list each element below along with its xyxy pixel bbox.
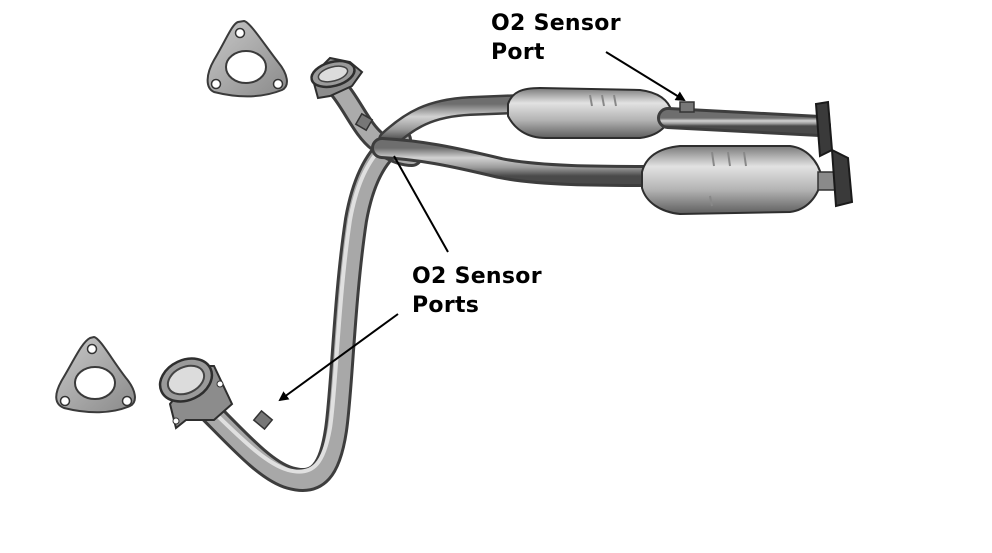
label-top-line1: O2 Sensor (491, 11, 621, 36)
inlet-flange-upper (310, 56, 364, 100)
arrow-lower-sensor (278, 313, 399, 402)
label-top-line2: Port (491, 40, 545, 65)
outlet-flange-upper (814, 100, 834, 158)
gasket-bottom (55, 335, 136, 414)
o2-sensor-boss (679, 101, 695, 113)
leader-junction-sensor (393, 155, 449, 253)
outlet-flange-lower (817, 148, 854, 208)
o2-sensor-port-label: O2 Sensor Port (491, 9, 621, 67)
inlet-pipe-lower (178, 128, 412, 492)
inlet-flange-lower (158, 357, 234, 430)
gasket-top (206, 19, 288, 98)
pipe-upper-branch (378, 94, 530, 150)
o2-sensor-ports-label: O2 Sensor Ports (412, 262, 542, 320)
catalytic-converter-lower (641, 145, 824, 216)
pipe-lower-branch (371, 137, 661, 187)
outlet-pipe-upper (657, 101, 831, 137)
label-mid-line1: O2 Sensor (412, 264, 542, 289)
label-mid-line2: Ports (412, 293, 480, 318)
arrow-top-sensor (605, 51, 686, 102)
catalytic-converter-upper (507, 86, 674, 139)
